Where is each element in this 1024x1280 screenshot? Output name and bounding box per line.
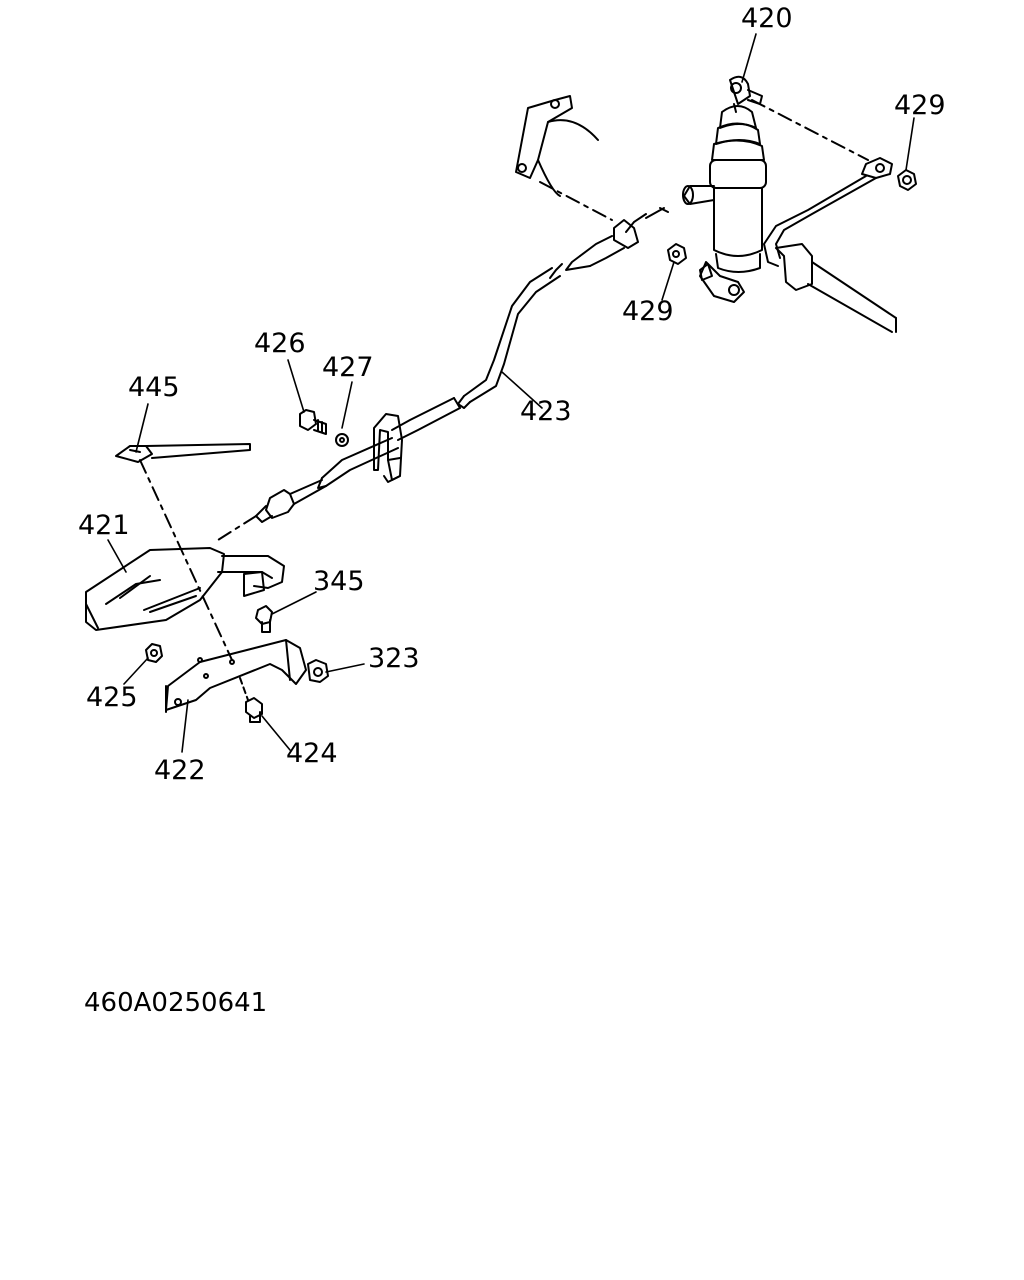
callout-323: 323: [368, 643, 420, 674]
callout-424: 424: [286, 738, 338, 769]
callout-445: 445: [128, 372, 180, 403]
callout-345: 345: [313, 566, 365, 597]
callout-425: 425: [86, 682, 138, 713]
bracket-422: [166, 640, 306, 712]
washer-427: [336, 434, 348, 446]
clutch-master-cylinder: [683, 77, 868, 302]
cylinder-flange: [516, 96, 612, 220]
callout-422: 422: [154, 755, 206, 786]
callout-426: 426: [254, 328, 306, 359]
bolt-424: [240, 678, 262, 722]
pedal-rod: [764, 158, 896, 332]
clutch-cable: [218, 208, 668, 540]
leader-lines: [108, 34, 914, 752]
cable-tie-445: [116, 444, 250, 660]
callout-429-mid: 429: [622, 296, 674, 327]
bolt-426: [300, 410, 326, 434]
callout-421: 421: [78, 510, 130, 541]
callout-423: 423: [520, 396, 572, 427]
bolt-345: [256, 606, 272, 632]
nut-425: [146, 644, 162, 662]
callout-429-top: 429: [894, 90, 946, 121]
sensor-421: [86, 548, 284, 630]
cable-clip: [374, 414, 402, 482]
callout-427: 427: [322, 352, 374, 383]
callout-420: 420: [741, 3, 793, 34]
nut-429-mid: [668, 244, 686, 264]
nut-323: [308, 660, 328, 682]
nut-429-top: [898, 170, 916, 190]
drawing-code: 460A0250641: [84, 988, 268, 1018]
